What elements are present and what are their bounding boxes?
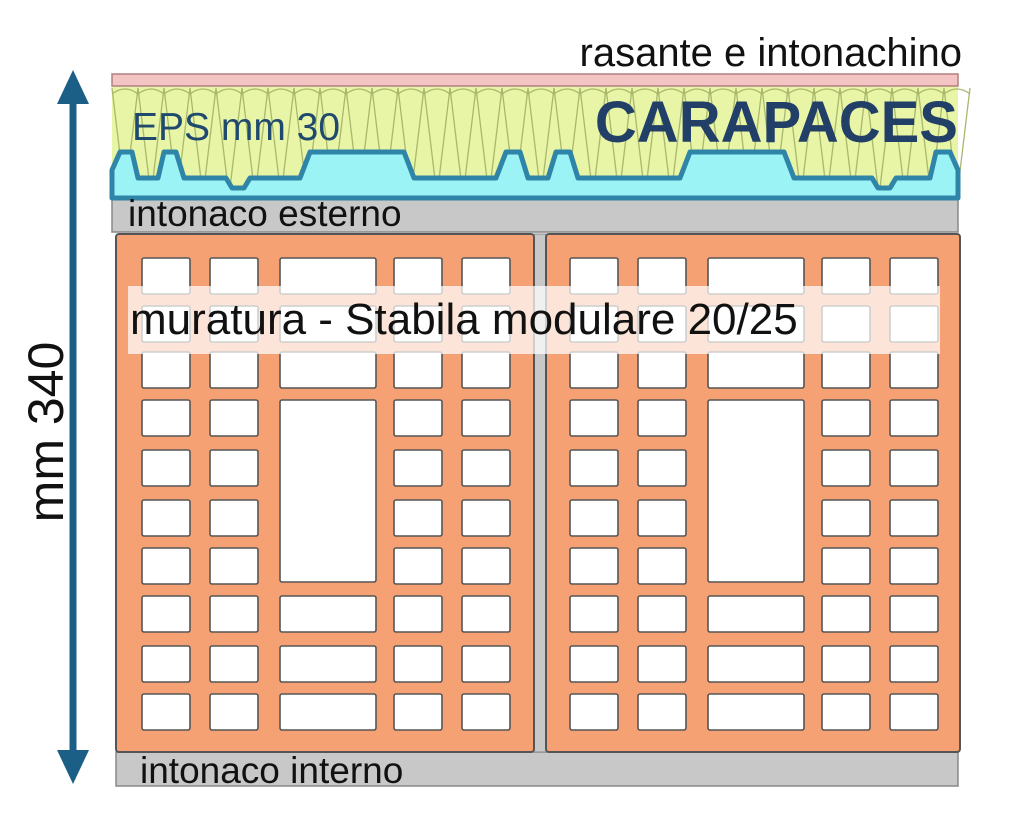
block-hole bbox=[209, 645, 259, 683]
block-hole bbox=[889, 645, 939, 683]
block-hole bbox=[141, 693, 191, 731]
block-hole bbox=[637, 399, 687, 437]
block-hole bbox=[393, 351, 443, 389]
block-hole bbox=[393, 399, 443, 437]
block-hole bbox=[821, 499, 871, 537]
block-hole bbox=[209, 595, 259, 633]
brand-label: CARAPACES bbox=[595, 90, 958, 155]
block-hole bbox=[141, 399, 191, 437]
block-central-cavity bbox=[707, 399, 805, 583]
block-hole bbox=[569, 595, 619, 633]
block-hole bbox=[461, 499, 511, 537]
arrow-head-down-icon bbox=[57, 750, 89, 784]
block-hole bbox=[209, 399, 259, 437]
external-plaster-layer bbox=[111, 197, 959, 233]
external-plaster-label: intonaco esterno bbox=[128, 193, 402, 234]
block-hole bbox=[461, 645, 511, 683]
top-finish-label: rasante e intonachino bbox=[580, 31, 963, 75]
block-hole bbox=[209, 449, 259, 487]
masonry-label: muratura - Stabila modulare 20/25 bbox=[130, 295, 798, 344]
block-hole bbox=[889, 693, 939, 731]
block-hole bbox=[707, 645, 805, 683]
internal-plaster-layer bbox=[115, 751, 959, 787]
block-hole bbox=[461, 449, 511, 487]
block-hole bbox=[889, 449, 939, 487]
block-hole bbox=[821, 645, 871, 683]
block-hole bbox=[821, 449, 871, 487]
block-hole bbox=[393, 449, 443, 487]
block-hole bbox=[209, 547, 259, 585]
block-hole bbox=[569, 399, 619, 437]
block-hole bbox=[461, 595, 511, 633]
block-hole bbox=[393, 645, 443, 683]
block-hole bbox=[821, 351, 871, 389]
block-hole bbox=[141, 449, 191, 487]
block-hole bbox=[637, 595, 687, 633]
block-hole bbox=[637, 351, 687, 389]
block-hole bbox=[889, 595, 939, 633]
dimension-label: mm 340 bbox=[18, 342, 74, 523]
block-hole bbox=[889, 399, 939, 437]
block-hole bbox=[393, 547, 443, 585]
block-hole bbox=[821, 547, 871, 585]
block-hole bbox=[461, 693, 511, 731]
block-hole bbox=[569, 645, 619, 683]
block-hole bbox=[889, 351, 939, 389]
masonry-label-band bbox=[128, 286, 940, 354]
block-hole bbox=[637, 499, 687, 537]
block-hole bbox=[279, 645, 377, 683]
block-hole bbox=[461, 351, 511, 389]
block-hole bbox=[821, 399, 871, 437]
block-hole bbox=[461, 547, 511, 585]
internal-plaster-label: intonaco interno bbox=[140, 750, 403, 791]
block-hole bbox=[393, 499, 443, 537]
block-hole bbox=[461, 399, 511, 437]
block-hole bbox=[141, 351, 191, 389]
block-hole bbox=[569, 499, 619, 537]
block-hole bbox=[637, 693, 687, 731]
block-hole bbox=[707, 693, 805, 731]
block-hole bbox=[707, 595, 805, 633]
block-hole bbox=[821, 693, 871, 731]
block-hole bbox=[707, 351, 805, 389]
block-hole bbox=[889, 547, 939, 585]
eps-label: EPS mm 30 bbox=[132, 106, 340, 149]
block-hole bbox=[393, 595, 443, 633]
block-hole bbox=[889, 499, 939, 537]
arrow-head-up-icon bbox=[57, 70, 89, 104]
block-hole bbox=[393, 693, 443, 731]
block-hole bbox=[821, 595, 871, 633]
block-hole bbox=[637, 547, 687, 585]
block-hole bbox=[279, 595, 377, 633]
block-hole bbox=[279, 351, 377, 389]
carapaces-panel-profile bbox=[109, 149, 961, 201]
block-hole bbox=[141, 547, 191, 585]
block-hole bbox=[141, 499, 191, 537]
finish-layer bbox=[111, 73, 959, 87]
block-hole bbox=[569, 547, 619, 585]
block-hole bbox=[279, 693, 377, 731]
block-hole bbox=[141, 645, 191, 683]
block-hole bbox=[141, 595, 191, 633]
block-central-cavity bbox=[279, 399, 377, 583]
block-hole bbox=[569, 693, 619, 731]
block-hole bbox=[209, 351, 259, 389]
block-hole bbox=[209, 693, 259, 731]
block-hole bbox=[569, 449, 619, 487]
block-hole bbox=[637, 449, 687, 487]
block-hole bbox=[569, 351, 619, 389]
block-hole bbox=[209, 499, 259, 537]
dimension-arrow bbox=[57, 70, 89, 784]
block-hole bbox=[637, 645, 687, 683]
